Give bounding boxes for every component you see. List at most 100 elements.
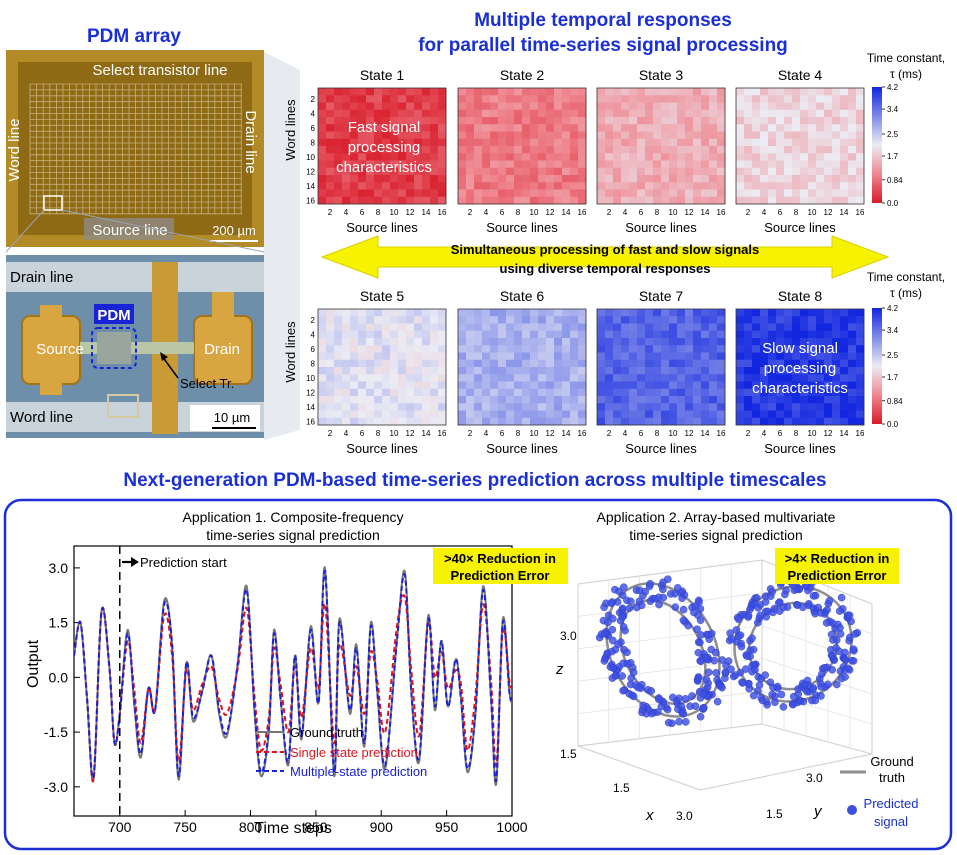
heatmap-cell xyxy=(578,189,587,198)
heatmap-cell xyxy=(506,196,515,205)
heatmap-cell xyxy=(840,323,849,332)
heatmap-cell xyxy=(792,146,801,154)
heatmap-cell xyxy=(398,167,407,176)
heatmap-cell xyxy=(736,88,745,96)
heatmap-cell xyxy=(530,359,539,368)
heatmap-cell xyxy=(458,410,467,419)
heatmap-cell xyxy=(744,410,753,419)
heatmap-cell xyxy=(466,175,475,183)
heatmap-cell xyxy=(430,189,439,198)
heatmap-cell xyxy=(776,330,785,339)
heatmap-cell xyxy=(414,410,423,419)
heatmap-cell xyxy=(637,345,646,353)
heatmap-cell xyxy=(414,330,423,339)
heatmap-cell xyxy=(530,124,539,132)
heatmap-cell xyxy=(398,359,407,368)
heatmap-cell xyxy=(422,309,431,317)
heatmap-cell xyxy=(562,367,571,375)
x-tick-label: 10 xyxy=(669,429,678,438)
heatmap-cell xyxy=(760,182,769,190)
heatmap-cell xyxy=(744,345,753,353)
prediction-start-label: Prediction start xyxy=(140,555,227,570)
heatmap-cell xyxy=(840,146,849,154)
heatmap-cell xyxy=(717,117,726,125)
legend-single-label: Single state prediction xyxy=(290,745,418,760)
heatmap-cell xyxy=(366,146,375,154)
heatmap-cell xyxy=(709,117,718,125)
heatmap-cell xyxy=(522,316,531,324)
heatmap-cell xyxy=(776,410,785,419)
heatmap-cell xyxy=(538,359,547,368)
heatmap-cell xyxy=(334,396,343,404)
heatmap-cell xyxy=(350,345,359,353)
heatmap-cell xyxy=(629,388,638,397)
heatmap-cell xyxy=(637,102,646,111)
heatmap-cell xyxy=(506,410,515,419)
heatmap-cell xyxy=(597,374,606,382)
heatmap-cell xyxy=(792,352,801,361)
heatmap-cell xyxy=(621,410,630,419)
heatmap-cell xyxy=(382,95,391,103)
heatmap-cell xyxy=(342,381,351,390)
x-tick-label: 6 xyxy=(500,208,505,217)
x-tick-label: 4 xyxy=(762,208,767,217)
heatmap-cell xyxy=(848,153,857,161)
heatmap-cell xyxy=(562,146,571,154)
heatmap-cell xyxy=(482,374,491,382)
heatmap-cell xyxy=(522,167,531,176)
heatmap-cell xyxy=(808,88,817,96)
heatmap-cell xyxy=(522,410,531,419)
heatmap-cell xyxy=(621,175,630,183)
heatmap-cell xyxy=(390,167,399,176)
heatmap-cell xyxy=(318,403,327,411)
heatmap-cell xyxy=(768,138,777,147)
x-tick-label: 6 xyxy=(360,208,365,217)
zoom-box xyxy=(43,195,63,211)
heatmap-cell xyxy=(816,153,825,161)
heatmap-cell xyxy=(717,153,726,161)
heatmap-cell xyxy=(414,352,423,361)
heatmap-cell xyxy=(374,196,383,205)
heatmap-cell xyxy=(554,138,563,147)
heatmap-cell xyxy=(466,309,475,317)
heatmap-cell xyxy=(776,88,785,96)
heatmap-cell xyxy=(474,182,483,190)
heatmap-cell xyxy=(342,196,351,205)
array-grid xyxy=(29,83,242,215)
heatmap-cell xyxy=(701,153,710,161)
heatmap-cell xyxy=(358,410,367,419)
heatmap-cell xyxy=(784,131,793,140)
heatmap-cell xyxy=(366,388,375,397)
heatmap-cell xyxy=(800,189,809,198)
x-tick-label: 6 xyxy=(778,208,783,217)
predicted-point xyxy=(609,664,617,672)
heatmap-cell xyxy=(685,160,694,169)
heatmap-cell xyxy=(736,338,745,346)
heatmap-cell xyxy=(414,309,423,317)
heatmap-cell xyxy=(466,410,475,419)
heatmap-cell xyxy=(422,367,431,375)
heatmap-cell xyxy=(318,102,327,111)
heatmap-cell xyxy=(717,374,726,382)
heatmap-cell xyxy=(840,309,849,317)
heatmap-cell xyxy=(554,403,563,411)
heatmap-cell xyxy=(562,138,571,147)
app2-title-line1: Application 2. Array-based multivariate xyxy=(597,509,836,525)
heatmap-cell xyxy=(554,330,563,339)
heatmap-cell xyxy=(382,153,391,161)
heatmap-cell xyxy=(438,102,447,111)
heatmap-cell xyxy=(538,160,547,169)
heatmap-frame xyxy=(596,308,726,426)
heatmap-cell xyxy=(326,95,335,103)
heatmap-cell xyxy=(318,196,327,205)
heatmap-cell xyxy=(334,359,343,368)
heatmap-cell xyxy=(744,403,753,411)
heatmap-cell xyxy=(578,109,587,118)
heatmap-cell xyxy=(621,138,630,147)
heatmap-cell xyxy=(342,388,351,397)
heatmap-cell xyxy=(554,131,563,140)
zoom-line-left xyxy=(5,209,45,253)
heatmap-cell xyxy=(350,330,359,339)
heatmap-cell xyxy=(482,131,491,140)
heatmap-cell xyxy=(792,88,801,96)
